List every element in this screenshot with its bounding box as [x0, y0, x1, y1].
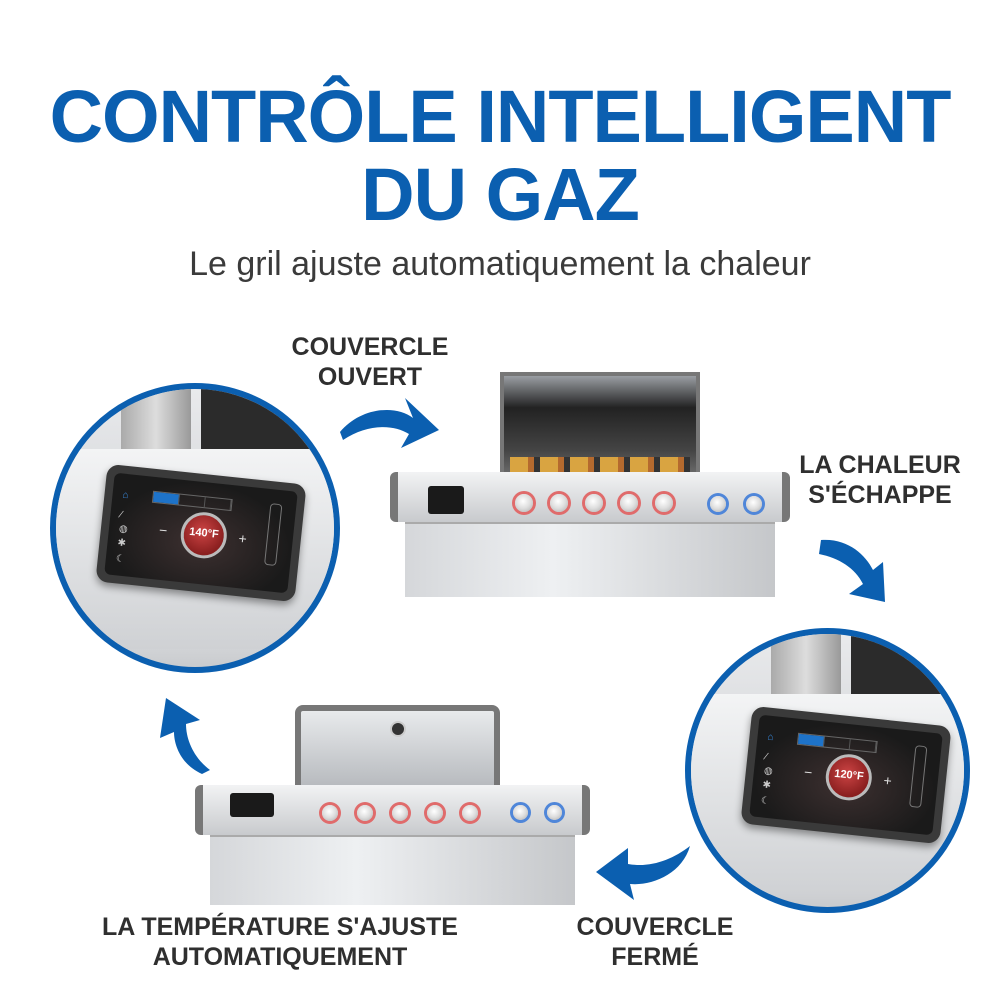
light-icon[interactable]: ◍ [118, 523, 129, 536]
tab-manual[interactable] [849, 739, 877, 752]
grill-cabinet [210, 835, 575, 905]
curved-arrow-icon [596, 846, 690, 900]
grill-interior [851, 634, 964, 704]
gear-icon[interactable]: ✱ [761, 779, 772, 792]
control-panel-closeup-closed: ⌂ ∕ ◍ ✱ ☾ − 120°F + [685, 628, 970, 913]
burner-knob[interactable] [427, 805, 443, 821]
burner-knob[interactable] [322, 805, 338, 821]
mode-tabs [796, 732, 878, 754]
tab-indirect[interactable] [178, 494, 206, 508]
mini-touchscreen [428, 486, 464, 514]
burner-knob[interactable] [620, 494, 638, 512]
burner-knob[interactable] [550, 494, 568, 512]
home-icon[interactable]: ⌂ [766, 731, 775, 744]
burner-knob[interactable] [392, 805, 408, 821]
hinge-post [771, 634, 841, 704]
temperature-value: 140°F [188, 525, 220, 541]
tab-manual[interactable] [204, 497, 232, 510]
curved-arrow-icon [160, 698, 210, 774]
step-label-temp-adjusts: LA TEMPÉRATURE S'AJUSTE AUTOMATIQUEMENT [80, 912, 480, 972]
step-label-line: COUVERCLE [576, 913, 734, 941]
side-burner-knob[interactable] [547, 805, 562, 820]
temperature-value: 120°F [833, 767, 865, 783]
lid-thermometer [390, 721, 406, 737]
increase-button[interactable]: + [882, 772, 893, 789]
gear-icon[interactable]: ✱ [116, 537, 127, 550]
step-label-line: OUVERT [317, 363, 423, 391]
touchscreen-bezel: ⌂ ∕ ◍ ✱ ☾ − 140°F + [95, 463, 307, 603]
step-label-lid-open: COUVERCLE OUVERT [270, 332, 470, 392]
side-burner-knob[interactable] [746, 496, 762, 512]
curved-arrow-icon [340, 398, 439, 448]
curved-arrow-icon [819, 539, 885, 602]
temperature-dial: 120°F [823, 752, 875, 803]
decrease-button[interactable]: − [158, 521, 169, 539]
tab-direct[interactable] [152, 491, 180, 505]
step-label-line: AUTOMATIQUEMENT [152, 943, 408, 971]
burner-selector[interactable] [909, 745, 928, 809]
increase-button[interactable]: + [237, 530, 248, 547]
moon-icon[interactable]: ☾ [760, 795, 771, 808]
control-panel-closeup-open: ⌂ ∕ ◍ ✱ ☾ − 140°F + [50, 383, 340, 673]
brush-icon[interactable]: ∕ [764, 751, 768, 763]
moon-icon[interactable]: ☾ [115, 553, 126, 566]
side-burner-knob[interactable] [513, 805, 528, 820]
mini-touchscreen [230, 793, 274, 817]
touchscreen-bezel: ⌂ ∕ ◍ ✱ ☾ − 120°F + [740, 705, 952, 845]
side-burner-knob[interactable] [710, 496, 726, 512]
grill-lid-open [390, 372, 790, 597]
touchscreen: ⌂ ∕ ◍ ✱ ☾ − 120°F + [749, 714, 943, 836]
burner-selector[interactable] [264, 503, 283, 567]
grill-cabinet [405, 522, 775, 597]
step-label-line: LA CHALEUR [799, 451, 961, 479]
burner-knob[interactable] [585, 494, 603, 512]
step-label-line: LA TEMPÉRATURE S'AJUSTE [102, 913, 458, 941]
light-icon[interactable]: ◍ [763, 765, 774, 778]
decrease-button[interactable]: − [803, 763, 814, 781]
step-label-line: S'ÉCHAPPE [808, 481, 952, 509]
burner-knob[interactable] [357, 805, 373, 821]
title-line-2: DU GAZ [361, 153, 640, 236]
burner-knob[interactable] [515, 494, 533, 512]
tab-indirect[interactable] [823, 736, 851, 750]
temperature-dial: 140°F [178, 510, 230, 561]
home-icon[interactable]: ⌂ [121, 489, 130, 502]
subtitle: Le gril ajuste automatiquement la chaleu… [189, 245, 811, 283]
step-label-heat-escapes: LA CHALEUR S'ÉCHAPPE [780, 450, 980, 510]
hinge-post [121, 389, 191, 459]
brush-icon[interactable]: ∕ [119, 509, 123, 521]
mode-tabs [151, 490, 233, 512]
burner-knob[interactable] [655, 494, 673, 512]
step-label-lid-closed: COUVERCLE FERMÉ [555, 912, 755, 972]
tab-direct[interactable] [797, 733, 825, 747]
step-label-line: COUVERCLE [291, 333, 449, 361]
step-label-line: FERMÉ [611, 943, 699, 971]
burner-knob[interactable] [462, 805, 478, 821]
grill-lid-closed [195, 705, 590, 905]
title-line-1: CONTRÔLE INTELLIGENT [49, 75, 952, 158]
closed-lid [295, 705, 500, 785]
touchscreen: ⌂ ∕ ◍ ✱ ☾ − 140°F + [104, 472, 298, 594]
